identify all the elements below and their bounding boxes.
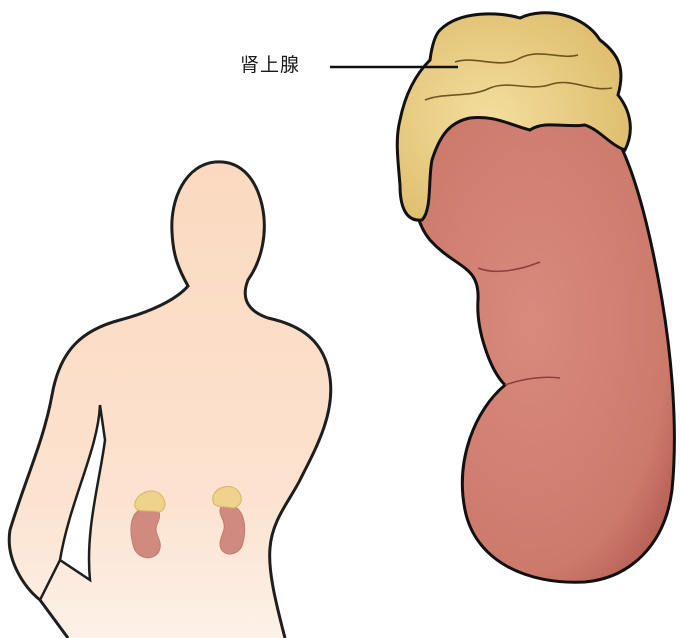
human-silhouette <box>9 162 331 638</box>
kidney-enlarged <box>414 109 674 582</box>
adrenal-gland-label: 肾上腺 <box>240 50 300 77</box>
